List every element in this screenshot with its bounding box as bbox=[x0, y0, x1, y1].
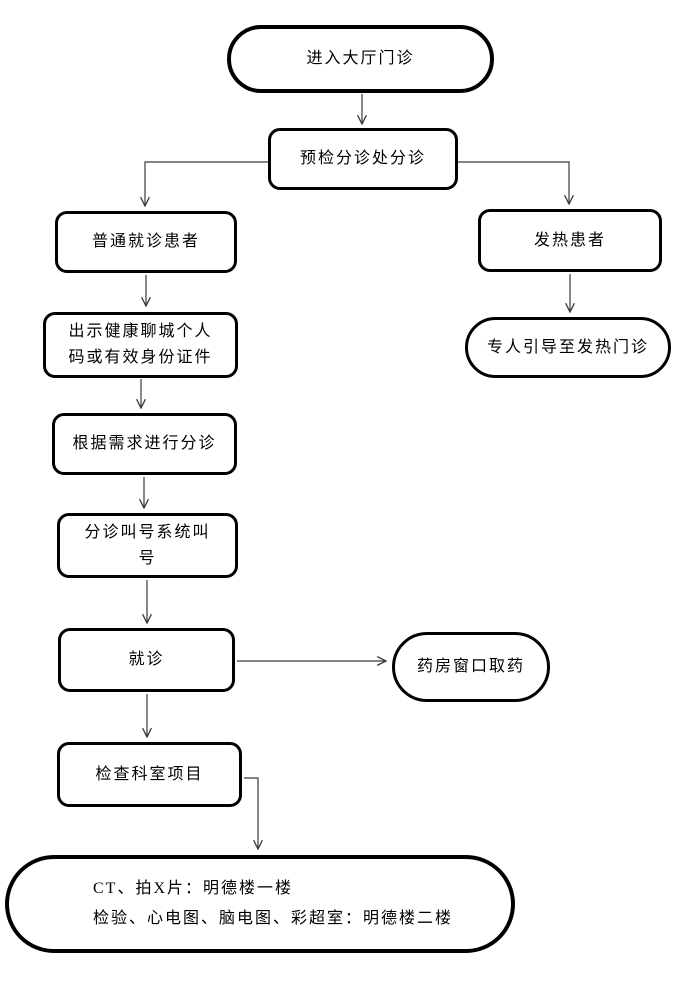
node-exam-locations: CT、拍X片：明德楼一楼 检验、心电图、脑电图、彩超室：明德楼二楼 bbox=[5, 855, 515, 953]
node-check-dept: 检查科室项目 bbox=[57, 742, 242, 807]
node-fever-guide: 专人引导至发热门诊 bbox=[465, 317, 671, 378]
node-triage-station: 预检分诊处分诊 bbox=[268, 128, 458, 190]
node-visit: 就诊 bbox=[58, 628, 235, 692]
edge-triage-fever bbox=[458, 161, 569, 204]
node-normal-patient: 普通就诊患者 bbox=[55, 211, 237, 273]
edge-checkdept-locations bbox=[244, 777, 258, 849]
node-show-code: 出示健康聊城个人 码或有效身份证件 bbox=[43, 312, 238, 378]
node-pharmacy: 药房窗口取药 bbox=[392, 632, 550, 702]
node-fever-patient: 发热患者 bbox=[478, 209, 662, 272]
node-triage-by-need: 根据需求进行分诊 bbox=[52, 413, 237, 475]
edge-triage-normal bbox=[145, 161, 268, 206]
node-call-number: 分诊叫号系统叫 号 bbox=[57, 513, 238, 578]
node-enter-hall: 进入大厅门诊 bbox=[227, 25, 494, 93]
